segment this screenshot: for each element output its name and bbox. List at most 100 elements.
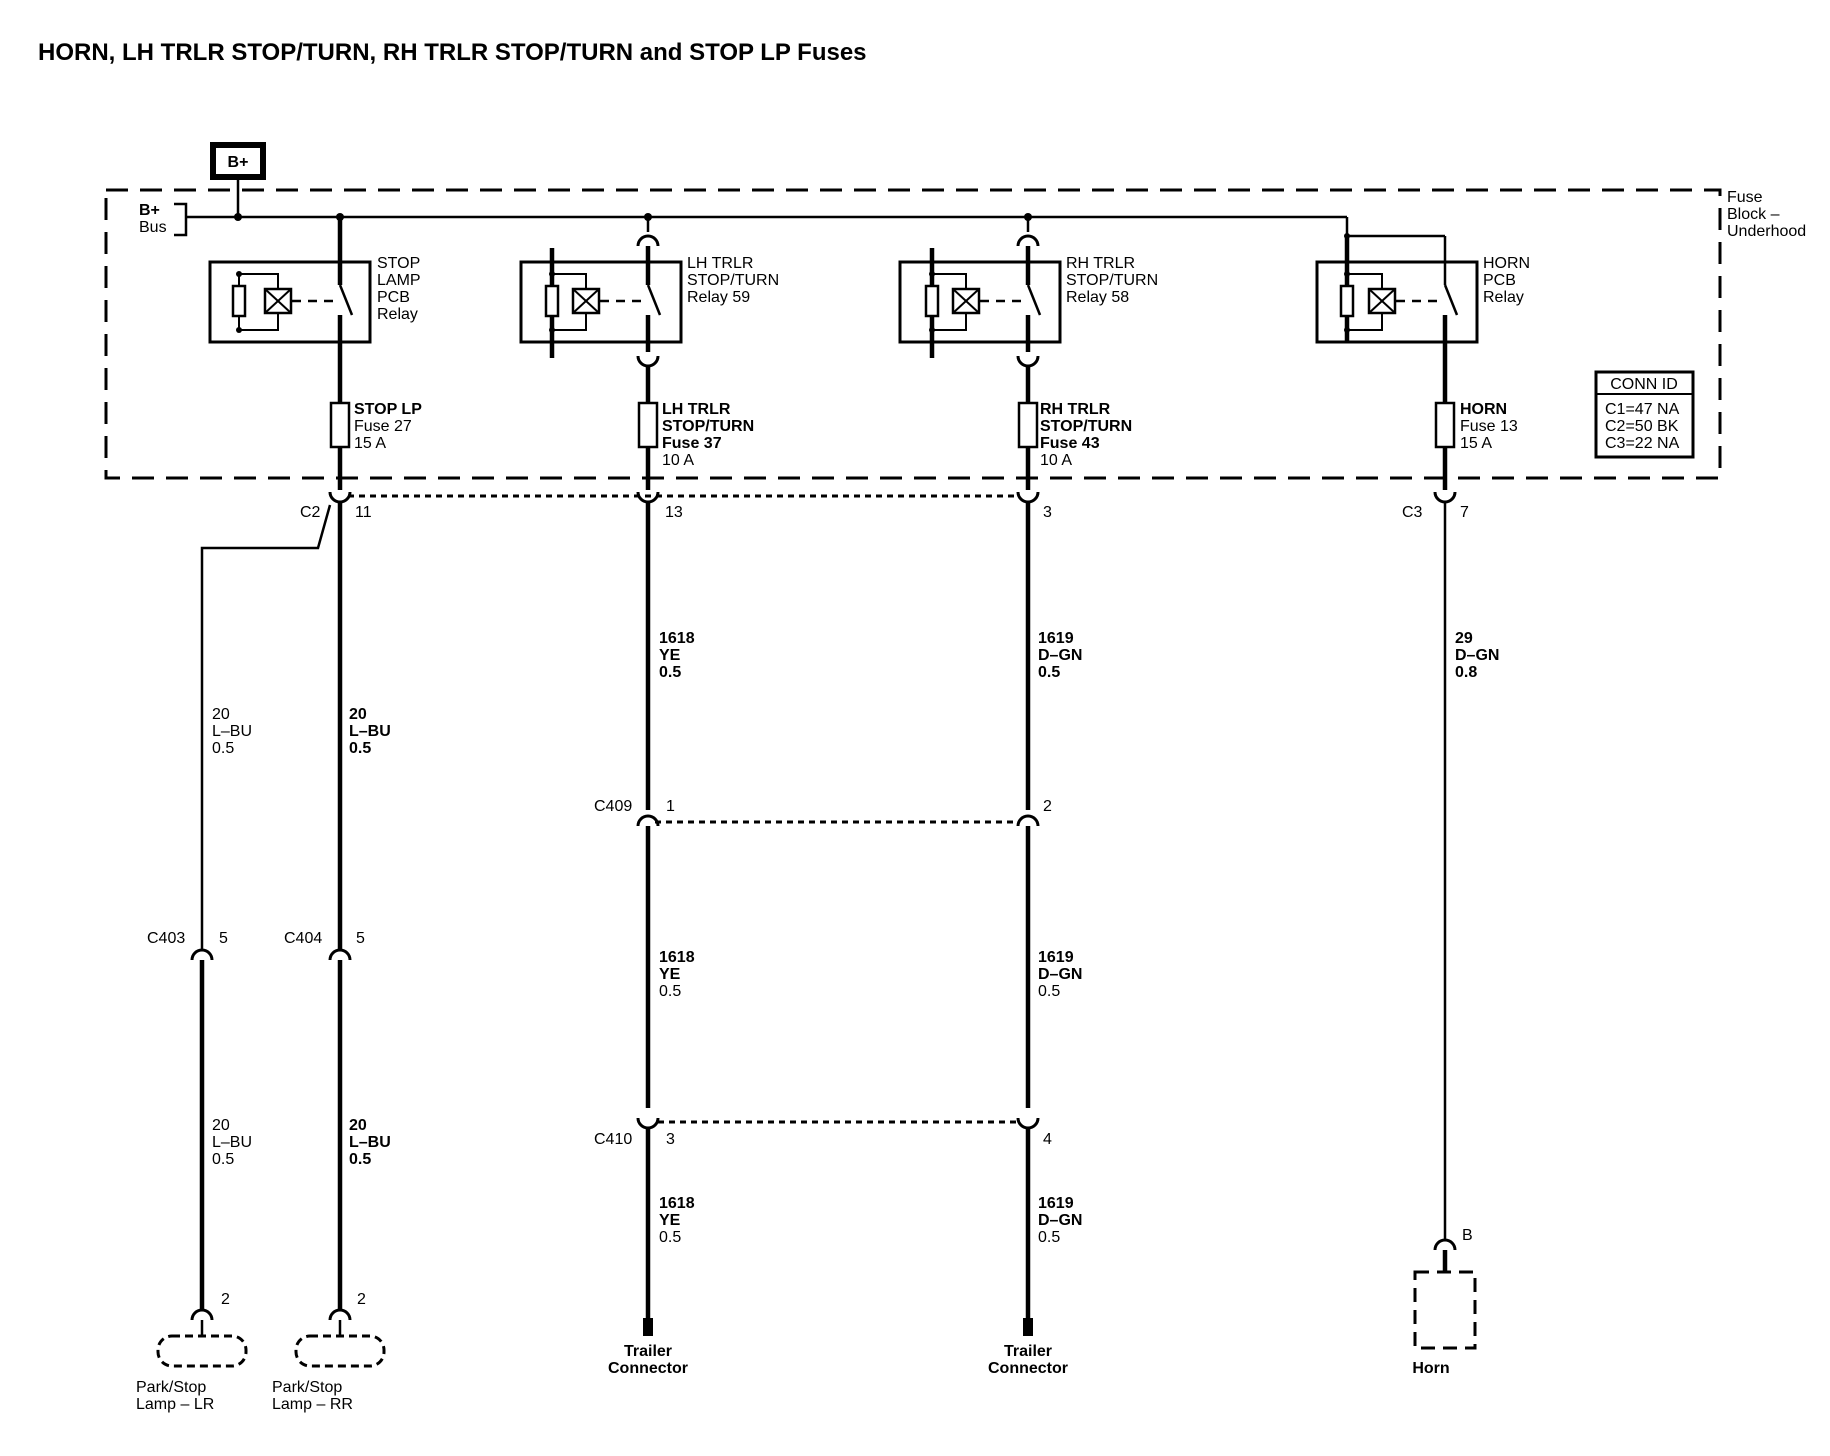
svg-text:0.5: 0.5 (659, 1229, 681, 1246)
c2-pin-11: 11 (355, 504, 372, 521)
c403-connector (190, 948, 214, 1310)
svg-text:Fuse 13: Fuse 13 (1460, 418, 1518, 435)
svg-text:1619: 1619 (1038, 949, 1074, 966)
svg-text:Relay 58: Relay 58 (1066, 289, 1129, 306)
c404-pin: 5 (356, 930, 365, 947)
svg-text:L–BU: L–BU (349, 723, 391, 740)
svg-text:20: 20 (349, 1117, 367, 1134)
trailer-connector-lh-label: Trailer Connector (608, 1343, 688, 1377)
svg-text:0.5: 0.5 (1038, 983, 1060, 1000)
svg-text:STOP LP: STOP LP (354, 401, 422, 418)
fuse-label-lh: LH TRLR STOP/TURN Fuse 37 10 A (662, 401, 754, 469)
svg-text:Underhood: Underhood (1727, 223, 1806, 240)
svg-text:LH TRLR: LH TRLR (662, 401, 731, 418)
svg-text:D–GN: D–GN (1038, 1212, 1082, 1229)
c404-label: C404 (284, 930, 322, 947)
trailer-connector-rh-label: Trailer Connector (988, 1343, 1068, 1377)
svg-text:0.5: 0.5 (349, 1151, 371, 1168)
diagram-title: HORN, LH TRLR STOP/TURN, RH TRLR STOP/TU… (38, 39, 867, 66)
svg-text:0.5: 0.5 (349, 740, 371, 757)
svg-text:RH TRLR: RH TRLR (1040, 401, 1111, 418)
wire-label-lbu-lr-upper: 20 L–BU 0.5 (212, 706, 252, 757)
svg-text:STOP: STOP (377, 255, 420, 272)
svg-text:L–BU: L–BU (212, 723, 252, 740)
park-stop-lamp-lr (156, 1308, 248, 1368)
conn-id-table: CONN ID C1=47 NA C2=50 BK C3=22 NA (1594, 370, 1695, 459)
svg-text:Fuse 37: Fuse 37 (662, 435, 722, 452)
c2-pin-3: 3 (1043, 504, 1052, 521)
wire-label-dgn-1: 1619 D–GN 0.5 (1038, 630, 1082, 681)
lamp-lr-pin: 2 (221, 1291, 230, 1308)
svg-text:STOP/TURN: STOP/TURN (1040, 418, 1132, 435)
conn-id-row: C2=50 BK (1605, 418, 1679, 435)
svg-text:0.5: 0.5 (212, 740, 234, 757)
wire-label-lbu-rr-lower: 20 L–BU 0.5 (349, 1117, 391, 1168)
lamp-rr-label: Park/Stop Lamp – RR (272, 1379, 353, 1413)
svg-text:Connector: Connector (988, 1360, 1068, 1377)
relay-label-lh: LH TRLR STOP/TURN Relay 59 (687, 255, 779, 306)
relay-label-stop: STOP LAMP PCB Relay (377, 255, 421, 323)
svg-text:1619: 1619 (1038, 630, 1074, 647)
wire-label-ye-2: 1618 YE 0.5 (659, 949, 695, 1000)
svg-text:20: 20 (349, 706, 367, 723)
svg-text:Trailer: Trailer (1004, 1343, 1052, 1360)
svg-text:Park/Stop: Park/Stop (272, 1379, 342, 1396)
svg-text:10 A: 10 A (1040, 452, 1072, 469)
rh-trailer-relay (898, 248, 1062, 358)
svg-text:29: 29 (1455, 630, 1473, 647)
c409-label: C409 (594, 798, 632, 815)
lamp-rr-pin: 2 (357, 1291, 366, 1308)
fuse-stop-lp (329, 401, 351, 449)
svg-text:Relay: Relay (377, 306, 418, 323)
svg-text:Lamp – LR: Lamp – LR (136, 1396, 214, 1413)
svg-text:L–BU: L–BU (212, 1134, 252, 1151)
svg-text:Park/Stop: Park/Stop (136, 1379, 206, 1396)
stop-lamp-relay (208, 217, 372, 405)
svg-text:HORN: HORN (1483, 255, 1530, 272)
trailer-connector-rh-terminal (1023, 1318, 1033, 1336)
svg-text:D–GN: D–GN (1455, 647, 1499, 664)
svg-text:Block –: Block – (1727, 206, 1780, 223)
svg-text:Lamp – RR: Lamp – RR (272, 1396, 353, 1413)
horn-pin: B (1462, 1227, 1473, 1244)
c409-pin-1: 1 (666, 798, 675, 815)
c410-pin-3: 3 (666, 1131, 675, 1148)
svg-text:1619: 1619 (1038, 1195, 1074, 1212)
c404-connector (328, 948, 352, 1310)
wire-label-dgn-3: 1619 D–GN 0.5 (1038, 1195, 1082, 1246)
svg-text:1618: 1618 (659, 1195, 695, 1212)
fuse-label-rh: RH TRLR STOP/TURN Fuse 43 10 A (1040, 401, 1132, 469)
svg-text:0.5: 0.5 (1038, 664, 1060, 681)
rh-relay-contact (1016, 217, 1040, 405)
svg-text:B+: B+ (139, 202, 160, 219)
wire-label-lbu-lr-lower: 20 L–BU 0.5 (212, 1117, 252, 1168)
svg-text:0.5: 0.5 (659, 983, 681, 1000)
svg-text:Trailer: Trailer (624, 1343, 672, 1360)
fuse-lh-trlr (637, 401, 659, 449)
c3-pin-7: 7 (1460, 504, 1469, 521)
wire-label-dgn-2: 1619 D–GN 0.5 (1038, 949, 1082, 1000)
relay-label-rh: RH TRLR STOP/TURN Relay 58 (1066, 255, 1158, 306)
svg-text:STOP/TURN: STOP/TURN (662, 418, 754, 435)
c409-connector (636, 814, 1040, 840)
relay-label-horn: HORN PCB Relay (1483, 255, 1530, 306)
svg-text:20: 20 (212, 706, 230, 723)
c403-pin: 5 (219, 930, 228, 947)
c409-pin-2: 2 (1043, 798, 1052, 815)
svg-text:LAMP: LAMP (377, 272, 421, 289)
c410-pin-4: 4 (1043, 1131, 1052, 1148)
c410-connector (636, 1117, 1040, 1130)
svg-text:0.8: 0.8 (1455, 664, 1477, 681)
svg-text:Relay 59: Relay 59 (687, 289, 750, 306)
svg-text:YE: YE (659, 966, 681, 983)
fuse-block-frame (104, 188, 1722, 480)
svg-text:YE: YE (659, 1212, 681, 1229)
fuse-horn (1434, 401, 1456, 449)
svg-text:D–GN: D–GN (1038, 647, 1082, 664)
svg-text:RH TRLR: RH TRLR (1066, 255, 1135, 272)
svg-text:Relay: Relay (1483, 289, 1524, 306)
svg-text:0.5: 0.5 (659, 664, 681, 681)
fuse-rh-trlr (1017, 401, 1039, 449)
svg-text:Fuse 27: Fuse 27 (354, 418, 412, 435)
